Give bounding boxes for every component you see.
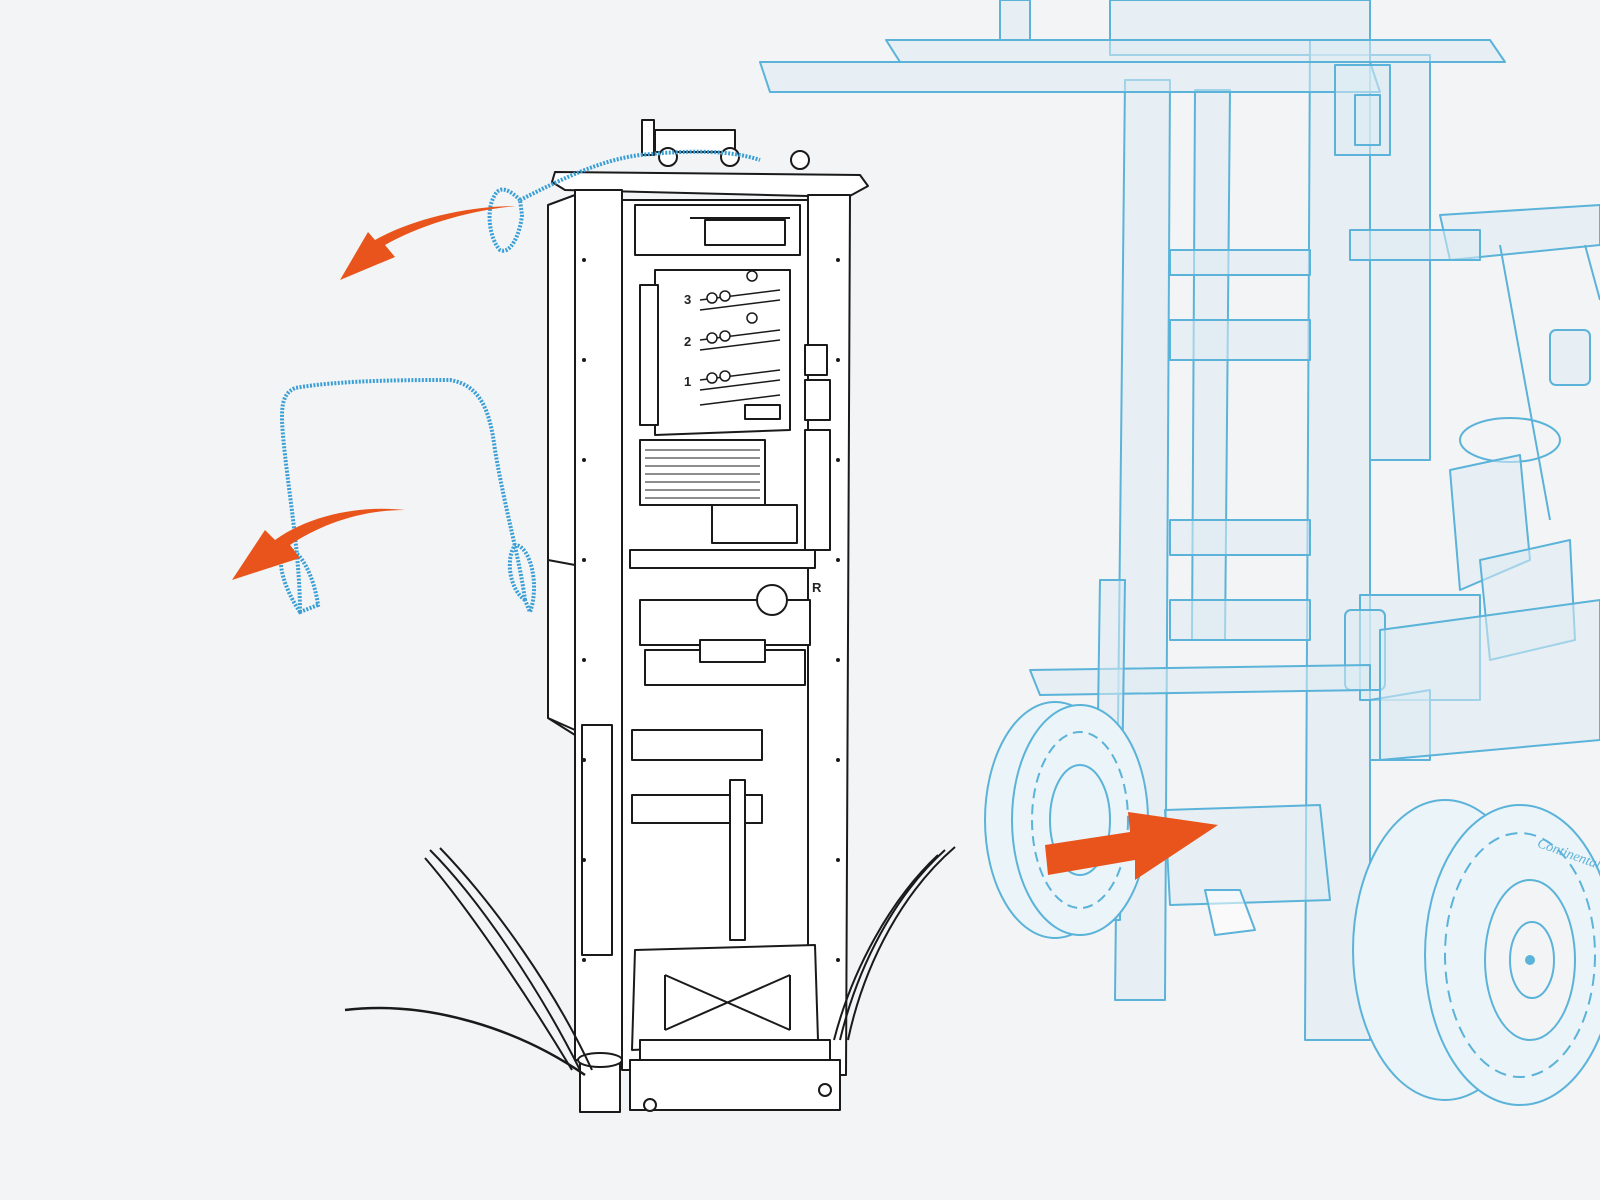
side-label: R bbox=[812, 580, 822, 595]
forklift-front-wheel-left bbox=[984, 701, 1149, 939]
lifting-sling-attached bbox=[487, 149, 761, 253]
supply-cables bbox=[344, 846, 956, 1077]
move-left-arrow bbox=[340, 206, 516, 280]
move-left-arrow bbox=[232, 508, 405, 580]
forklift-front-wheel-right bbox=[1352, 799, 1600, 1106]
cabinet-frame bbox=[547, 119, 869, 1113]
module-label-1: 1 bbox=[684, 374, 691, 389]
insert-forks-arrow bbox=[1045, 812, 1218, 880]
lifting-sling-removed bbox=[279, 377, 537, 618]
module-label-2: 2 bbox=[684, 334, 691, 349]
module-label-3: 3 bbox=[684, 292, 691, 307]
